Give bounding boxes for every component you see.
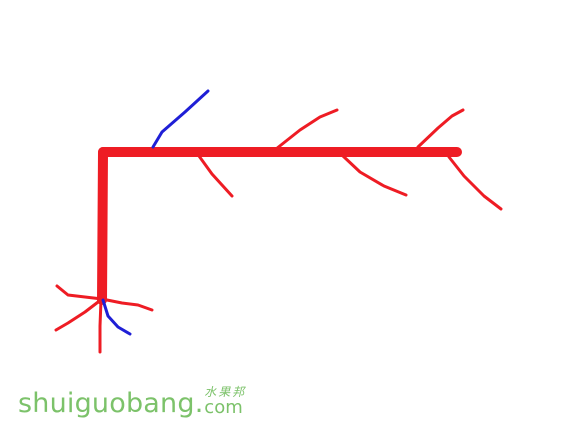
branch-red-down-2 xyxy=(341,154,408,197)
root-blue xyxy=(101,298,132,336)
watermark-logo: shuiguobang . 水果邦 com xyxy=(18,386,246,417)
branch-red-up-1 xyxy=(274,108,339,151)
main-vertical-bar xyxy=(97,147,108,305)
root-left xyxy=(55,284,104,301)
branch-blue-upper xyxy=(151,89,210,149)
watermark-stack: 水果邦 com xyxy=(204,386,246,417)
watermark-tld-text: com xyxy=(204,397,243,418)
root-down xyxy=(98,298,103,354)
branch-red-up-2 xyxy=(416,108,465,149)
branch-red-down-1 xyxy=(197,154,234,198)
root-lower-left xyxy=(54,297,104,332)
branch-red-down-3 xyxy=(447,155,503,211)
watermark-main-text: shuiguobang xyxy=(18,388,195,419)
root-right xyxy=(100,297,154,312)
watermark-chinese-text: 水果邦 xyxy=(204,385,247,399)
watermark-dot: . xyxy=(194,388,204,419)
